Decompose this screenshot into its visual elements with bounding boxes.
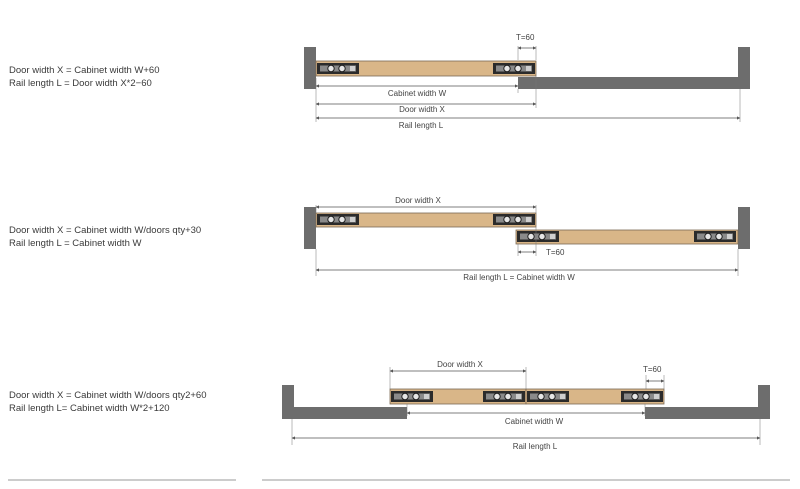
roller: [482, 390, 526, 403]
left-wall: [304, 47, 316, 89]
formula-block-3: Door width X = Cabinet width W/doors qty…: [9, 389, 207, 415]
cabinet-width-label: Cabinet width W: [388, 89, 447, 98]
t-label: T=60: [516, 33, 535, 42]
door-width-formula: Door width X = Cabinet width W/doors qty…: [9, 225, 202, 236]
rail-length-formula: Rail length L= Cabinet width W*2+120: [9, 403, 170, 414]
right-wall: [738, 207, 750, 249]
roller-right: [492, 62, 536, 75]
roller-left: [316, 62, 360, 75]
cabinet-width-label: Cabinet width W: [505, 417, 564, 426]
rail-length-formula: Rail length L = Cabinet width W: [9, 238, 142, 249]
door-width-formula: Door width X = Cabinet width W/doors qty…: [9, 390, 207, 401]
rail-length-label: Rail length L = Cabinet width W: [463, 273, 575, 282]
t-label: T=60: [643, 365, 662, 374]
roller: [492, 213, 536, 226]
rail-length-formula: Rail length L = Door width X*2−60: [9, 78, 152, 89]
door-panel-back: [515, 229, 739, 245]
cabinet-bottom: [518, 77, 750, 89]
door-width-formula: Door width X = Cabinet width W+60: [9, 65, 160, 76]
door-panel: [315, 60, 537, 77]
right-cabinet-bottom: [645, 407, 770, 419]
door-width-label: Door width X: [399, 105, 445, 114]
door-panel-front: [315, 212, 537, 228]
rail-length-label: Rail length L: [513, 442, 558, 451]
formula-block-2: Door width X = Cabinet width W/doors qty…: [9, 224, 201, 250]
diagram-3: Door width X T=60 Cabinet width W Rail l…: [282, 360, 770, 451]
roller: [390, 390, 434, 403]
formula-block-1: Door width X = Cabinet width W+60 Rail l…: [9, 64, 160, 90]
left-wall: [304, 207, 316, 249]
door-width-label: Door width X: [437, 360, 483, 369]
diagram-2: Door width X T=60 Rail length L = Cabine…: [304, 196, 750, 282]
roller: [516, 230, 560, 243]
t-label: T=60: [546, 248, 565, 257]
roller: [316, 213, 360, 226]
rail-length-label: Rail length L: [399, 121, 444, 130]
diagram-1: T=60 Cabinet width W Door width X Rail l…: [304, 33, 750, 130]
roller: [526, 390, 570, 403]
door-width-label: Door width X: [395, 196, 441, 205]
roller: [693, 230, 737, 243]
left-cabinet-bottom: [282, 407, 407, 419]
roller: [620, 390, 664, 403]
